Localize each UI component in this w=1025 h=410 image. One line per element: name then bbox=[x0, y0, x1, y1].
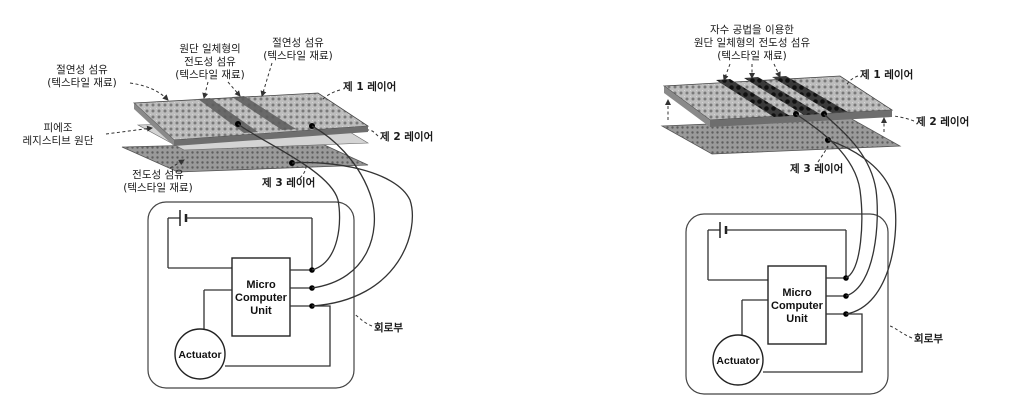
left-mcu-box bbox=[231, 257, 291, 337]
right-mcu-line2: Computer bbox=[771, 300, 824, 312]
left-integ-line1: 원단 일체형의 bbox=[179, 42, 240, 55]
left-label-insulating-left: 절연성 섬유 (텍스타일 재료) bbox=[47, 63, 117, 89]
right-layer1-front bbox=[710, 110, 892, 127]
right-embr-line2: 원단 일체형의 전도성 섬유 bbox=[694, 36, 811, 49]
left-label-piezo: 피에조 레지스티브 원단 bbox=[23, 122, 94, 147]
left-layer2-label: 제 2 레이어 bbox=[380, 130, 433, 143]
right-actuator-label: Actuator bbox=[716, 355, 759, 367]
right-embroidery-stripe-3 bbox=[772, 76, 848, 113]
left-cond-line1: 전도성 섬유 bbox=[132, 169, 184, 181]
left-insul-right-line2: (텍스타일 재료) bbox=[263, 49, 333, 62]
left-layer3-label: 제 3 레이어 bbox=[262, 176, 315, 189]
left-layer1-side bbox=[134, 103, 174, 146]
left-actuator bbox=[174, 328, 226, 380]
right-label-embroidered: 자수 공법을 이용한 원단 일체형의 전도성 섬유 (텍스타일 재료) bbox=[694, 24, 811, 62]
right-battery-icon bbox=[707, 222, 847, 281]
left-integ-line2: 전도성 섬유 bbox=[184, 56, 236, 68]
left-insul-right-line1: 절연성 섬유 bbox=[272, 36, 324, 49]
left-piezo-line2: 레지스티브 원단 bbox=[23, 135, 94, 147]
left-conductive-stripe-2 bbox=[232, 96, 296, 130]
left-conductive-stripe-1 bbox=[198, 98, 258, 133]
left-mcu-line3: Unit bbox=[250, 305, 272, 317]
left-diagram: 절연성 섬유 (텍스타일 재료) 원단 일체형의 전도성 섬유 (텍스타일 재료… bbox=[23, 36, 433, 389]
right-diagram: 자수 공법을 이용한 원단 일체형의 전도성 섬유 (텍스타일 재료) 제 1 … bbox=[660, 24, 969, 395]
left-integ-line3: (텍스타일 재료) bbox=[175, 68, 245, 81]
left-mcu-line2: Computer bbox=[235, 292, 288, 304]
right-embroidery-stripe-1 bbox=[716, 79, 790, 117]
left-label-insulating-right: 절연성 섬유 (텍스타일 재료) bbox=[263, 36, 333, 62]
right-circuit-label: 회로부 bbox=[914, 332, 943, 345]
left-mcu-line1: Micro bbox=[246, 279, 276, 291]
right-embr-line3: (텍스타일 재료) bbox=[717, 49, 787, 62]
right-actuator bbox=[712, 334, 764, 386]
right-mcu-line1: Micro bbox=[782, 287, 812, 299]
left-label-conductive: 전도성 섬유 (텍스타일 재료) bbox=[123, 169, 193, 194]
left-cond-line2: (텍스타일 재료) bbox=[123, 181, 193, 194]
right-layer1-side bbox=[664, 86, 710, 127]
right-layer3-label: 제 3 레이어 bbox=[790, 162, 843, 175]
left-circuit-label: 회로부 bbox=[374, 321, 403, 334]
right-embr-line1: 자수 공법을 이용한 bbox=[710, 24, 794, 36]
left-piezo-line1: 피에조 bbox=[44, 122, 73, 134]
right-mcu-box bbox=[767, 265, 827, 345]
right-circuit-box bbox=[685, 213, 889, 395]
left-insul-left-line1: 절연성 섬유 bbox=[56, 63, 108, 76]
left-circuit-box bbox=[147, 201, 355, 389]
left-label-integrated-fiber: 원단 일체형의 전도성 섬유 (텍스타일 재료) bbox=[175, 42, 245, 81]
right-mcu-line3: Unit bbox=[786, 313, 808, 325]
left-actuator-label: Actuator bbox=[178, 349, 221, 361]
right-embroidery-stripe-2 bbox=[744, 77, 820, 115]
right-layer2-label: 제 2 레이어 bbox=[916, 115, 969, 128]
left-insul-left-line2: (텍스타일 재료) bbox=[47, 76, 117, 89]
right-layer1-label: 제 1 레이어 bbox=[860, 68, 913, 81]
left-battery-icon bbox=[167, 210, 313, 269]
right-layer3-sheet bbox=[660, 117, 902, 155]
left-layer1-label: 제 1 레이어 bbox=[343, 80, 396, 93]
